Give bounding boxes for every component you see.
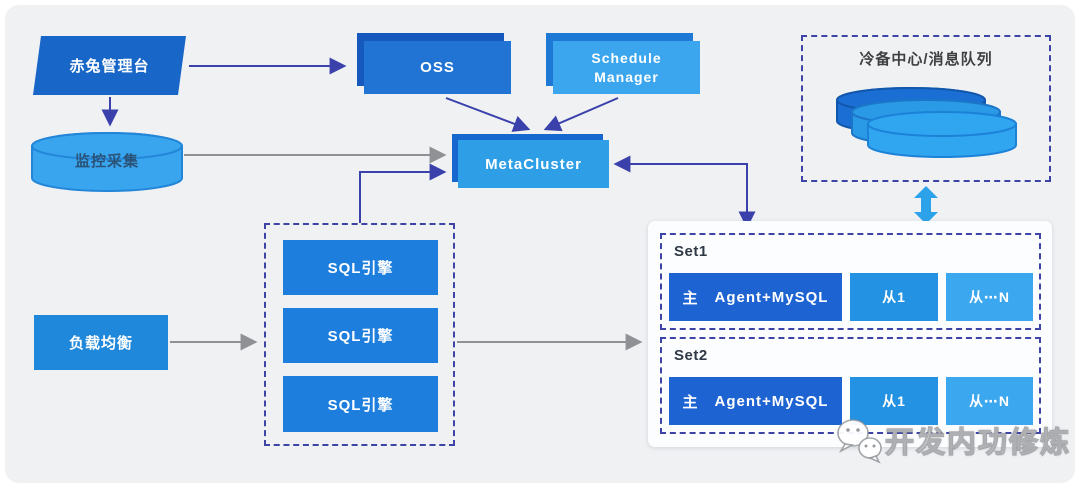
set1-master-tag: 主	[682, 289, 699, 307]
node-sql-engine-3: SQL引擎	[283, 376, 438, 432]
node-oss: OSS	[364, 41, 511, 94]
set2-slave1-node: 从1	[850, 377, 938, 425]
node-schedule-manager: Schedule Manager	[553, 41, 700, 94]
wechat-icon	[837, 419, 882, 464]
set2-master-node: 主 Agent+MySQL	[669, 377, 842, 425]
cold-backup-group	[801, 35, 1051, 182]
watermark-text: 开发内功修炼	[884, 426, 1072, 459]
cold-backup-title: 冷备中心/消息队列	[859, 51, 993, 68]
node-monitor-label: 监控采集	[74, 153, 139, 170]
node-sql-engine-2: SQL引擎	[283, 308, 438, 363]
node-load-balancer: 负载均衡	[34, 315, 168, 370]
node-chitu-console: 赤兔管理台	[33, 36, 186, 95]
set1-master-node: 主 Agent+MySQL	[669, 273, 842, 321]
set2-slave1-label: 从1	[882, 393, 906, 409]
node-oss-label: OSS	[420, 59, 455, 76]
set1-slave1-label: 从1	[882, 289, 906, 305]
set1-slave1-node: 从1	[850, 273, 938, 321]
set2-master-tag: 主	[682, 393, 699, 411]
node-load-balancer-label: 负载均衡	[68, 335, 133, 352]
set1-slaven-label: 从⋯N	[968, 289, 1011, 305]
watermark: 开发内功修炼	[833, 414, 1071, 466]
node-metacluster: MetaCluster	[458, 140, 609, 188]
set2-slaven-node: 从⋯N	[946, 377, 1033, 425]
set2-slaven-label: 从⋯N	[968, 393, 1011, 409]
sql-engine-group	[264, 223, 455, 446]
node-sql-engine-3-label: SQL引擎	[327, 396, 394, 414]
node-chitu-label: 赤兔管理台	[69, 58, 150, 75]
set1-group	[660, 233, 1041, 330]
set2-master-label: Agent+MySQL	[714, 392, 829, 410]
node-schedule-label: Schedule Manager	[591, 50, 662, 85]
node-metacluster-label: MetaCluster	[485, 155, 582, 173]
node-sql-engine-2-label: SQL引擎	[327, 328, 394, 345]
set1-label: Set1	[674, 243, 708, 260]
set1-master-label: Agent+MySQL	[714, 288, 829, 306]
set2-label: Set2	[674, 347, 708, 364]
node-sql-engine-1-label: SQL引擎	[327, 260, 394, 277]
set1-slaven-node: 从⋯N	[946, 273, 1033, 321]
node-sql-engine-1: SQL引擎	[283, 240, 438, 295]
